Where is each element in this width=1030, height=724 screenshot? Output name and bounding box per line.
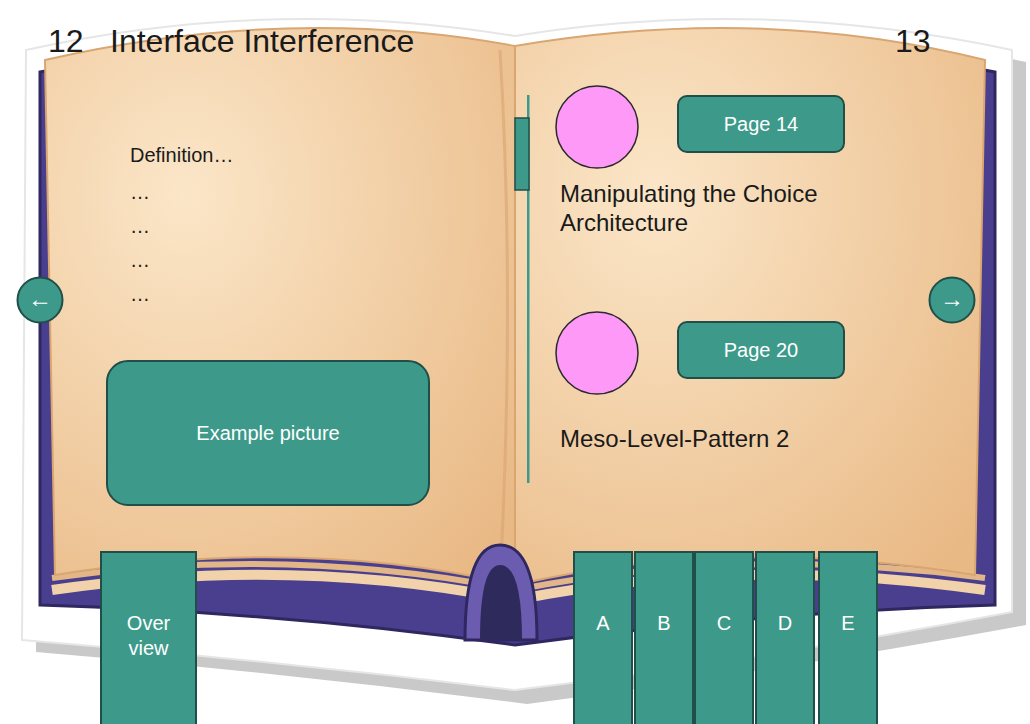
pink-circle [556, 312, 638, 394]
page-title: Interface Interference [110, 22, 414, 60]
page-number: 12 [48, 22, 84, 60]
left-page [45, 28, 515, 585]
placeholder-text: … [130, 248, 150, 272]
index-tab: A [573, 551, 633, 724]
node-text: Page 20 [724, 338, 799, 363]
index-tab: E [818, 551, 878, 724]
right-page [515, 28, 985, 585]
circle-shape [930, 278, 975, 323]
node-text: → [940, 287, 964, 311]
nav-arrow-button: ← [16, 276, 64, 324]
placeholder-text: … [130, 282, 150, 306]
pink-circle [556, 86, 638, 168]
placeholder-text: … [130, 180, 150, 204]
index-tab: D [755, 551, 815, 724]
picture-box: Example picture [106, 360, 430, 506]
node-text: Page 14 [724, 112, 799, 137]
index-tab: C [694, 551, 754, 724]
node-text: C [702, 611, 746, 636]
pattern-name: Meso-Level-Pattern 2 [560, 425, 789, 454]
node-text: Over view [108, 611, 189, 661]
node-text: B [642, 611, 686, 636]
node-text: Example picture [196, 421, 339, 446]
placeholder-text: … [130, 214, 150, 238]
nav-arrow-button: → [928, 276, 976, 324]
overview-tab: Over view [100, 551, 197, 724]
page-button: Page 20 [677, 321, 845, 379]
page-fold [500, 50, 508, 580]
spine-inner [480, 565, 522, 640]
index-tab: B [634, 551, 694, 724]
circle-shape [18, 278, 63, 323]
node-text: D [763, 611, 807, 636]
pattern-name: Manipulating the Choice Architecture [560, 180, 890, 238]
node-text: A [581, 611, 625, 636]
page-number: 13 [895, 22, 931, 60]
page-button: Page 14 [677, 95, 845, 153]
definition-text: Definition… [130, 143, 233, 167]
node-text: ← [28, 287, 52, 311]
bookmark-tab [515, 118, 529, 190]
node-text: E [826, 611, 870, 636]
spine [465, 545, 537, 640]
